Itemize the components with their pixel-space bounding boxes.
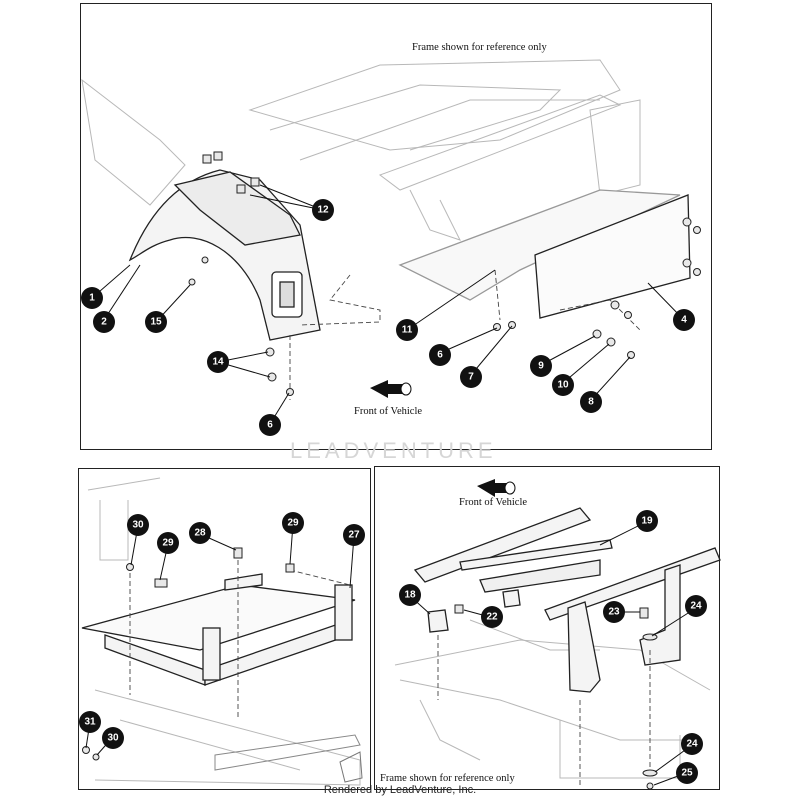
svg-text:18: 18 [404,590,416,601]
callout-10: 10 [552,374,574,396]
svg-text:29: 29 [287,518,299,529]
screws-top [188,151,701,396]
callout-7: 7 [460,366,482,388]
callout-25: 25 [676,762,698,784]
callout-1: 1 [81,287,103,309]
frame-reference-note-br: Frame shown for reference only [380,773,515,784]
svg-text:19: 19 [641,516,653,527]
side-panel [534,194,691,319]
svg-text:6: 6 [267,420,273,431]
battery-tray [81,573,356,686]
callout-4: 4 [673,309,695,331]
svg-text:23: 23 [608,607,620,618]
callout-18: 18 [399,584,421,606]
callout-6-left: 6 [259,414,281,436]
svg-text:31: 31 [84,717,96,728]
svg-text:30: 30 [132,520,144,531]
callout-9: 9 [530,355,552,377]
footer-credit: Rendered by LeadVenture, Inc. [323,784,477,796]
panel-battery-tray [78,468,371,790]
callout-23: 23 [603,601,625,623]
callout-14: 14 [207,351,229,373]
callout-2: 2 [93,311,115,333]
svg-text:25: 25 [681,768,693,779]
svg-text:24: 24 [690,601,702,612]
reference-frame-top [81,59,641,241]
rear-fender [128,169,321,341]
panel-seat-frame [374,466,720,790]
screws-br [454,604,658,790]
callout-31: 31 [79,711,101,733]
svg-text:11: 11 [402,325,413,336]
brackets-br [427,589,521,633]
svg-text:10: 10 [557,380,569,391]
svg-text:9: 9 [538,361,544,372]
callout-8: 8 [580,391,602,413]
svg-text:28: 28 [194,528,206,539]
svg-text:2: 2 [101,317,107,328]
callout-19: 19 [636,510,658,532]
seat-support-frame [413,507,721,693]
callout-29-left: 29 [157,532,179,554]
callout-11: 11 [396,319,418,341]
callout-29-right: 29 [282,512,304,534]
front-arrow-icon-br [477,479,516,497]
front-of-vehicle-label-br: Front of Vehicle [459,497,528,508]
frame-reference-note-top: Frame shown for reference only [412,42,547,53]
callout-15: 15 [145,311,167,333]
callout-12: 12 [312,199,334,221]
watermark: LEADVENTURE [290,438,497,463]
front-of-vehicle-label-top: Front of Vehicle [354,406,423,417]
svg-text:30: 30 [107,733,119,744]
svg-text:14: 14 [212,357,224,368]
svg-text:1: 1 [89,293,95,304]
svg-text:7: 7 [468,372,474,383]
svg-text:8: 8 [588,397,594,408]
svg-text:6: 6 [437,350,443,361]
callout-30-bottom: 30 [102,727,124,749]
svg-text:29: 29 [162,538,174,549]
svg-text:24: 24 [686,739,698,750]
callout-22: 22 [481,606,503,628]
callout-6-right: 6 [429,344,451,366]
callout-27: 27 [343,524,365,546]
svg-text:4: 4 [681,315,687,326]
svg-text:27: 27 [348,530,360,541]
callout-30-top: 30 [127,514,149,536]
svg-text:15: 15 [150,317,162,328]
callout-24-top: 24 [685,595,707,617]
callout-28: 28 [189,522,211,544]
svg-text:12: 12 [317,205,329,216]
reference-frame-bl [87,477,363,786]
front-arrow-icon [370,380,412,398]
svg-text:22: 22 [486,612,498,623]
callout-24-bottom: 24 [681,733,703,755]
